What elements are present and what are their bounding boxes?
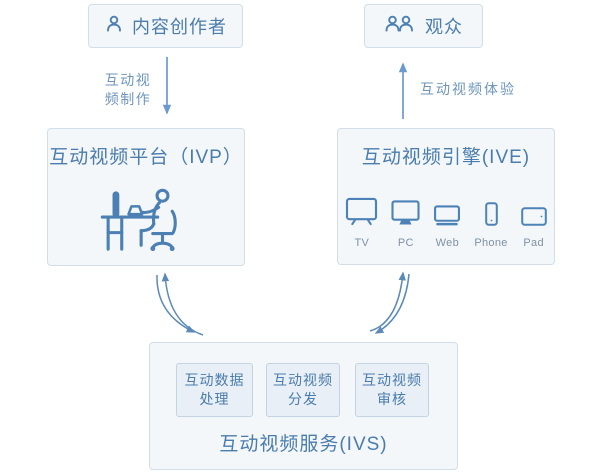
module-video-review-line1: 互动视频 [362, 372, 422, 388]
module-data-processing: 互动数据 处理 [176, 363, 253, 417]
arrow-ivs-to-ivp [161, 272, 204, 336]
edge-label-video-production-line2: 频制作 [104, 91, 152, 107]
tv-icon [345, 197, 378, 231]
panel-ivs-title: 互动视频服务(IVS) [219, 434, 388, 455]
device-tv-label: TV [354, 237, 370, 249]
device-web: Web [433, 205, 461, 249]
module-video-distribution: 互动视频 分发 [266, 363, 340, 417]
device-pad: Pad [520, 207, 547, 249]
panel-ive-title: 互动视频引擎(IVE) [361, 147, 531, 168]
module-data-processing-line1: 互动数据 [184, 372, 245, 388]
node-audience-label: 观众 [425, 17, 463, 37]
arrow-ivp-to-ivs [156, 274, 196, 333]
module-video-review-line2: 审核 [377, 391, 407, 407]
phone-icon [484, 202, 498, 231]
arrow-ivs-to-ive [369, 271, 406, 332]
module-video-distribution-line1: 互动视频 [273, 372, 333, 388]
device-pad-label: Pad [523, 237, 544, 249]
module-data-processing-line2: 处理 [199, 391, 230, 407]
edge-label-video-production-line1: 互动视 [104, 72, 152, 88]
web-icon [433, 205, 461, 231]
node-audience: 观众 [364, 4, 483, 48]
arrow-ive-to-ivs [374, 273, 410, 334]
panel-ivp-title: 互动视频平台（IVP） [49, 147, 243, 168]
module-video-distribution-line2: 分发 [288, 391, 318, 407]
edge-label-video-experience: 互动视频体验 [420, 81, 516, 97]
pc-icon [391, 200, 420, 231]
person-icon [104, 14, 124, 39]
device-pc-label: PC [397, 237, 414, 249]
panel-ivs: 互动数据 处理 互动视频 分发 互动视频 审核 互动视频服务(IVS) [149, 342, 458, 470]
person-at-desk-icon [97, 187, 195, 258]
device-tv: TV [345, 197, 378, 249]
pad-icon [520, 207, 547, 231]
people-icon [384, 14, 417, 39]
edge-label-video-production: 互动视 频制作 [97, 71, 159, 109]
node-content-creator: 内容创作者 [88, 4, 243, 48]
panel-ive: 互动视频引擎(IVE) TV [337, 128, 555, 265]
module-video-review: 互动视频 审核 [355, 363, 429, 417]
node-content-creator-label: 内容创作者 [132, 17, 227, 37]
device-phone-label: Phone [474, 237, 508, 249]
device-phone: Phone [474, 202, 507, 249]
device-pc: PC [391, 200, 420, 249]
device-row: TV PC Web [338, 197, 554, 249]
panel-ivp: 互动视频平台（IVP） [47, 128, 245, 266]
device-web-label: Web [435, 237, 459, 249]
